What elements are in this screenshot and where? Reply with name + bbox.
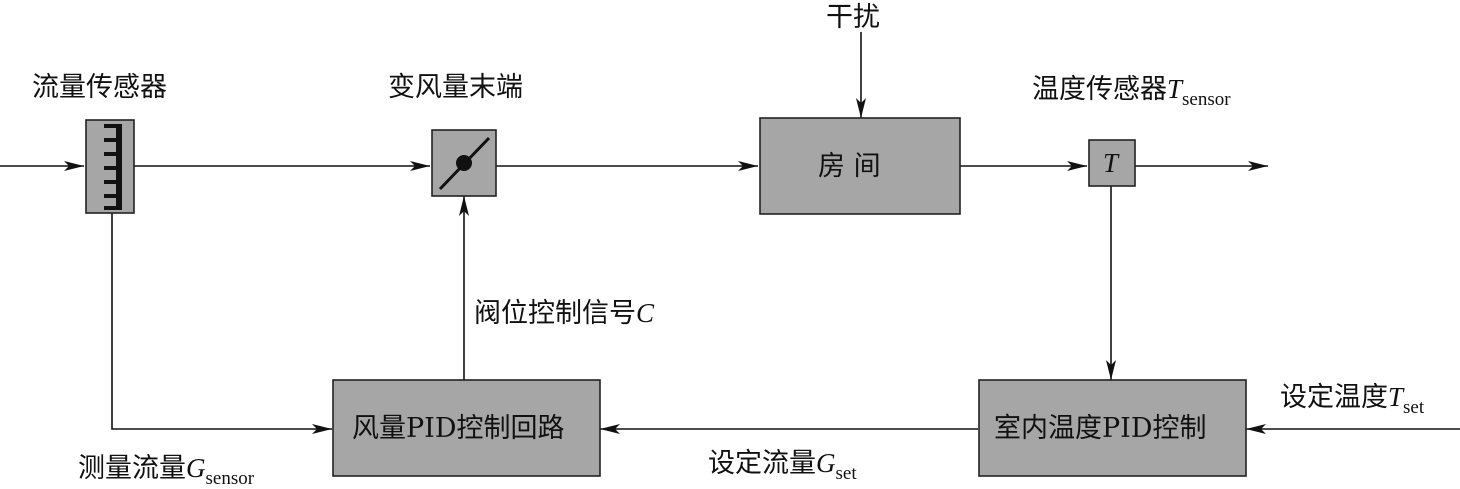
temp-sensor-symbol: T <box>1167 74 1183 104</box>
set-flow-subscript: set <box>835 463 857 484</box>
flow-pid-block <box>332 379 601 477</box>
room-block <box>759 117 961 215</box>
set-temp-label: 设定温度Tset <box>1280 382 1424 418</box>
valve-signal-label: 阀位控制信号C <box>474 298 655 329</box>
temp-pid-block <box>978 379 1247 477</box>
temp-sensor-label: 温度传感器Tsensor <box>1032 74 1231 110</box>
set-temp-symbol: T <box>1388 382 1404 412</box>
flow-pid-block-label: 风量PID控制回路 <box>352 413 565 444</box>
set-flow-label-text: 设定流量 <box>708 448 816 479</box>
temp-pid-block-label: 室内温度PID控制 <box>994 413 1207 444</box>
flow-sensor-comb-icon <box>104 124 122 210</box>
disturbance-label: 干扰 <box>826 2 880 33</box>
temp-sensor-subscript: sensor <box>1182 89 1231 110</box>
flow-sensor-label: 流量传感器 <box>32 72 167 103</box>
measured-flow-label-text: 测量流量 <box>78 453 186 484</box>
temp-sensor-label-text: 温度传感器 <box>1032 74 1167 105</box>
room-block-label: 房 间 <box>818 151 881 182</box>
measured-flow-label: 测量流量Gsensor <box>78 453 254 489</box>
valve-signal-label-text: 阀位控制信号 <box>474 298 636 329</box>
temp-sensor-block <box>1088 139 1136 187</box>
set-temp-subscript: set <box>1403 397 1425 418</box>
measured-flow-subscript: sensor <box>205 468 255 489</box>
temp-sensor-block-label: T <box>1103 148 1119 178</box>
valve-signal-symbol: C <box>636 298 655 328</box>
vav-terminal-label: 变风量末端 <box>388 72 523 103</box>
set-temp-label-text: 设定温度 <box>1280 382 1388 413</box>
flow-feedback-arrow <box>111 213 332 434</box>
measured-flow-symbol: G <box>186 453 206 483</box>
set-flow-symbol: G <box>816 448 836 478</box>
set-flow-label: 设定流量Gset <box>708 448 857 484</box>
damper-icon <box>438 136 491 191</box>
